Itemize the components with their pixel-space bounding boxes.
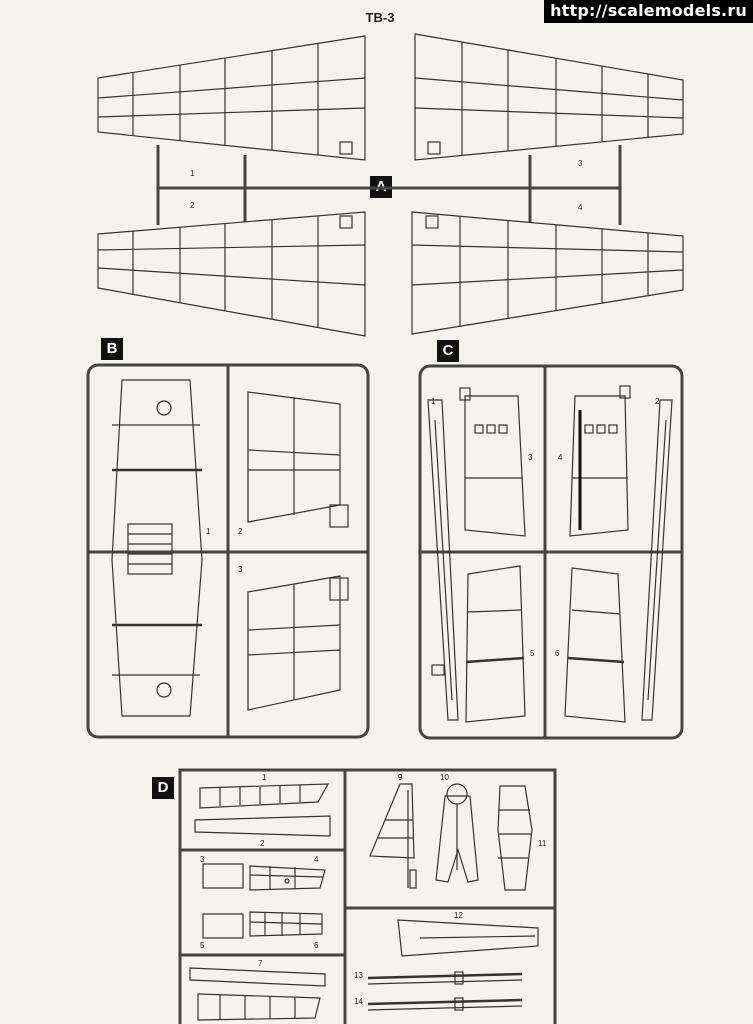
fuselage-part-b1 (111, 379, 203, 717)
label-d10: 10 (440, 773, 449, 782)
part-d11 (497, 785, 533, 891)
part-d5 (202, 913, 244, 939)
fuselage-side-part-c2 (641, 399, 673, 721)
part-d6 (249, 911, 323, 937)
label-d7: 7 (258, 959, 263, 968)
sprue-b-frame (86, 363, 370, 739)
wing-part-a2 (97, 211, 366, 337)
label-a3: 3 (578, 159, 583, 168)
sprue-d: 1 2 3 4 5 6 7 9 10 11 12 13 14 (178, 768, 557, 1024)
sprue-a: 1 2 3 4 (97, 33, 684, 337)
label-b1: 1 (206, 527, 211, 536)
sprue-a-runners (156, 145, 622, 225)
label-a4: 4 (578, 203, 583, 212)
fuselage-side-part-c1 (427, 399, 459, 721)
label-d13: 13 (354, 971, 363, 980)
part-d1 (199, 783, 330, 809)
nose-panel-part-c3 (459, 387, 526, 537)
label-d5: 5 (200, 941, 205, 950)
sprue-b-badge: B (101, 338, 123, 360)
label-c5: 5 (530, 649, 535, 658)
panel-part-c5 (465, 565, 526, 723)
stabilizer-part-b2 (247, 391, 349, 528)
label-c3: 3 (528, 453, 533, 462)
part-d12 (397, 919, 539, 957)
sprue-c-badge: C (437, 340, 459, 362)
sprue-d-badge: D (152, 777, 174, 799)
fin-part-d9 (369, 783, 417, 889)
sprue-c: 1 2 3 4 5 6 (418, 364, 684, 740)
label-d14: 14 (354, 997, 363, 1006)
label-c6: 6 (555, 649, 560, 658)
part-d4 (249, 865, 326, 891)
part-d10 (435, 783, 479, 883)
sprue-d-frame (178, 768, 557, 1024)
label-d6: 6 (314, 941, 319, 950)
label-d2: 2 (260, 839, 265, 848)
sprue-c-frame (418, 364, 684, 740)
label-b2: 2 (238, 527, 243, 536)
label-d12: 12 (454, 911, 463, 920)
label-a2: 2 (190, 201, 195, 210)
panel-part-c6 (564, 567, 626, 723)
part-d2 (194, 815, 331, 837)
label-d3: 3 (200, 855, 205, 864)
wing-part-a1 (97, 35, 366, 161)
part-d7 (189, 967, 326, 1021)
label-d4: 4 (314, 855, 319, 864)
label-c4: 4 (558, 453, 563, 462)
part-d3 (202, 863, 244, 889)
label-a1: 1 (190, 169, 195, 178)
wing-part-a4 (411, 211, 684, 335)
part-d14 (367, 997, 523, 1011)
label-b3: 3 (238, 565, 243, 574)
part-d13 (367, 971, 523, 985)
label-c1: 1 (431, 397, 436, 406)
stabilizer-part-b3 (247, 575, 349, 711)
label-d9: 9 (398, 773, 403, 782)
label-d1: 1 (262, 773, 267, 782)
label-d11: 11 (538, 839, 547, 848)
watermark-url[interactable]: http://scalemodels.ru (544, 0, 753, 23)
label-c2: 2 (655, 397, 660, 406)
page-title: TB-3 (365, 10, 395, 25)
nose-panel-part-c4 (569, 385, 631, 537)
sprue-b: 1 2 3 (86, 363, 370, 739)
wing-part-a3 (414, 33, 684, 161)
